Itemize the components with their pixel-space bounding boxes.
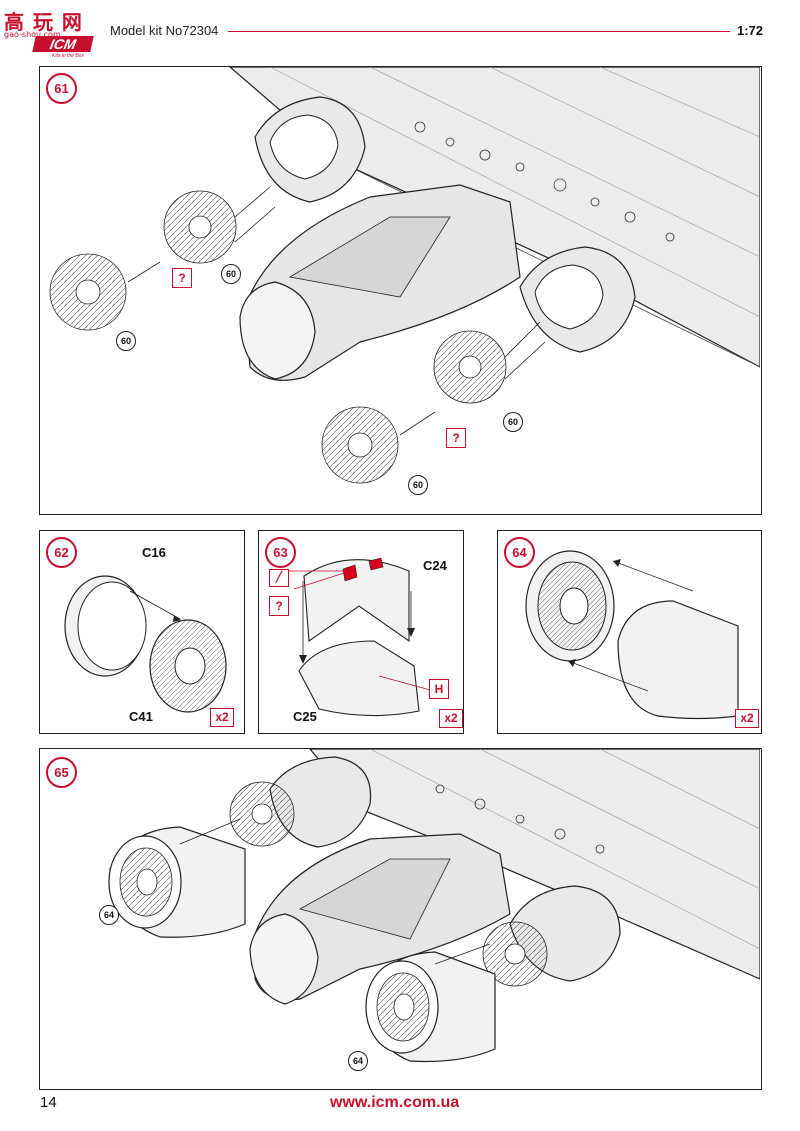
step-62-illustration [64,575,227,713]
part-label-c24: C24 [423,558,447,573]
page-number: 14 [40,1094,57,1111]
color-code-box: H [429,679,449,699]
step-61-panel: 61 ? ? 60 60 60 60 [39,66,762,515]
step-62-number: 62 [46,537,77,568]
site-watermark-url: gao-shou.com [4,30,61,39]
step-63-number: 63 [265,537,296,568]
step-64-number: 64 [504,537,535,568]
part-label-c25: C25 [293,709,317,724]
part-label-c16: C16 [142,545,166,560]
step-64-illustration [525,550,739,720]
step-63-query-box: ? [269,596,289,616]
header-divider [228,31,730,32]
step-62-panel: 62 C16 C41 x2 [39,530,245,734]
step-63-panel: 63 ╱ ? C24 C25 H x2 [258,530,464,734]
step-ref-badge: 64 [348,1051,368,1071]
quantity-badge: x2 [735,709,759,728]
quantity-badge: x2 [439,709,463,728]
paint-icon: ╱ [269,569,289,587]
step-61-number: 61 [46,73,77,104]
step-65-panel: 65 64 64 [39,748,762,1090]
step-ref-badge: 60 [221,264,241,284]
quantity-badge: x2 [210,708,234,727]
step-ref-badge: 60 [408,475,428,495]
step-ref-badge: 60 [503,412,523,432]
site-watermark-cn: 高 玩 网 [4,10,83,34]
step-65-illustration [108,749,760,1063]
step-61-illustration [49,67,760,484]
kit-title: Model kit No72304 [110,23,219,38]
icm-slogan: Kits in the Box [52,53,84,59]
scale-label: 1:72 [737,23,764,38]
icm-logo: 高 玩 网 gao-shou.com ICM Kits in the Box [4,6,104,60]
step-ref-badge: 60 [116,331,136,351]
step-61-query-box-1: ? [172,268,192,288]
step-65-number: 65 [46,757,77,788]
website-link[interactable]: www.icm.com.ua [330,1094,460,1111]
icm-brand-badge: ICM [32,36,94,52]
part-label-c41: C41 [129,709,153,724]
step-64-panel: 64 x2 [497,530,762,734]
step-61-query-box-2: ? [446,428,466,448]
step-63-illustration [279,557,435,717]
step-ref-badge: 64 [99,905,119,925]
